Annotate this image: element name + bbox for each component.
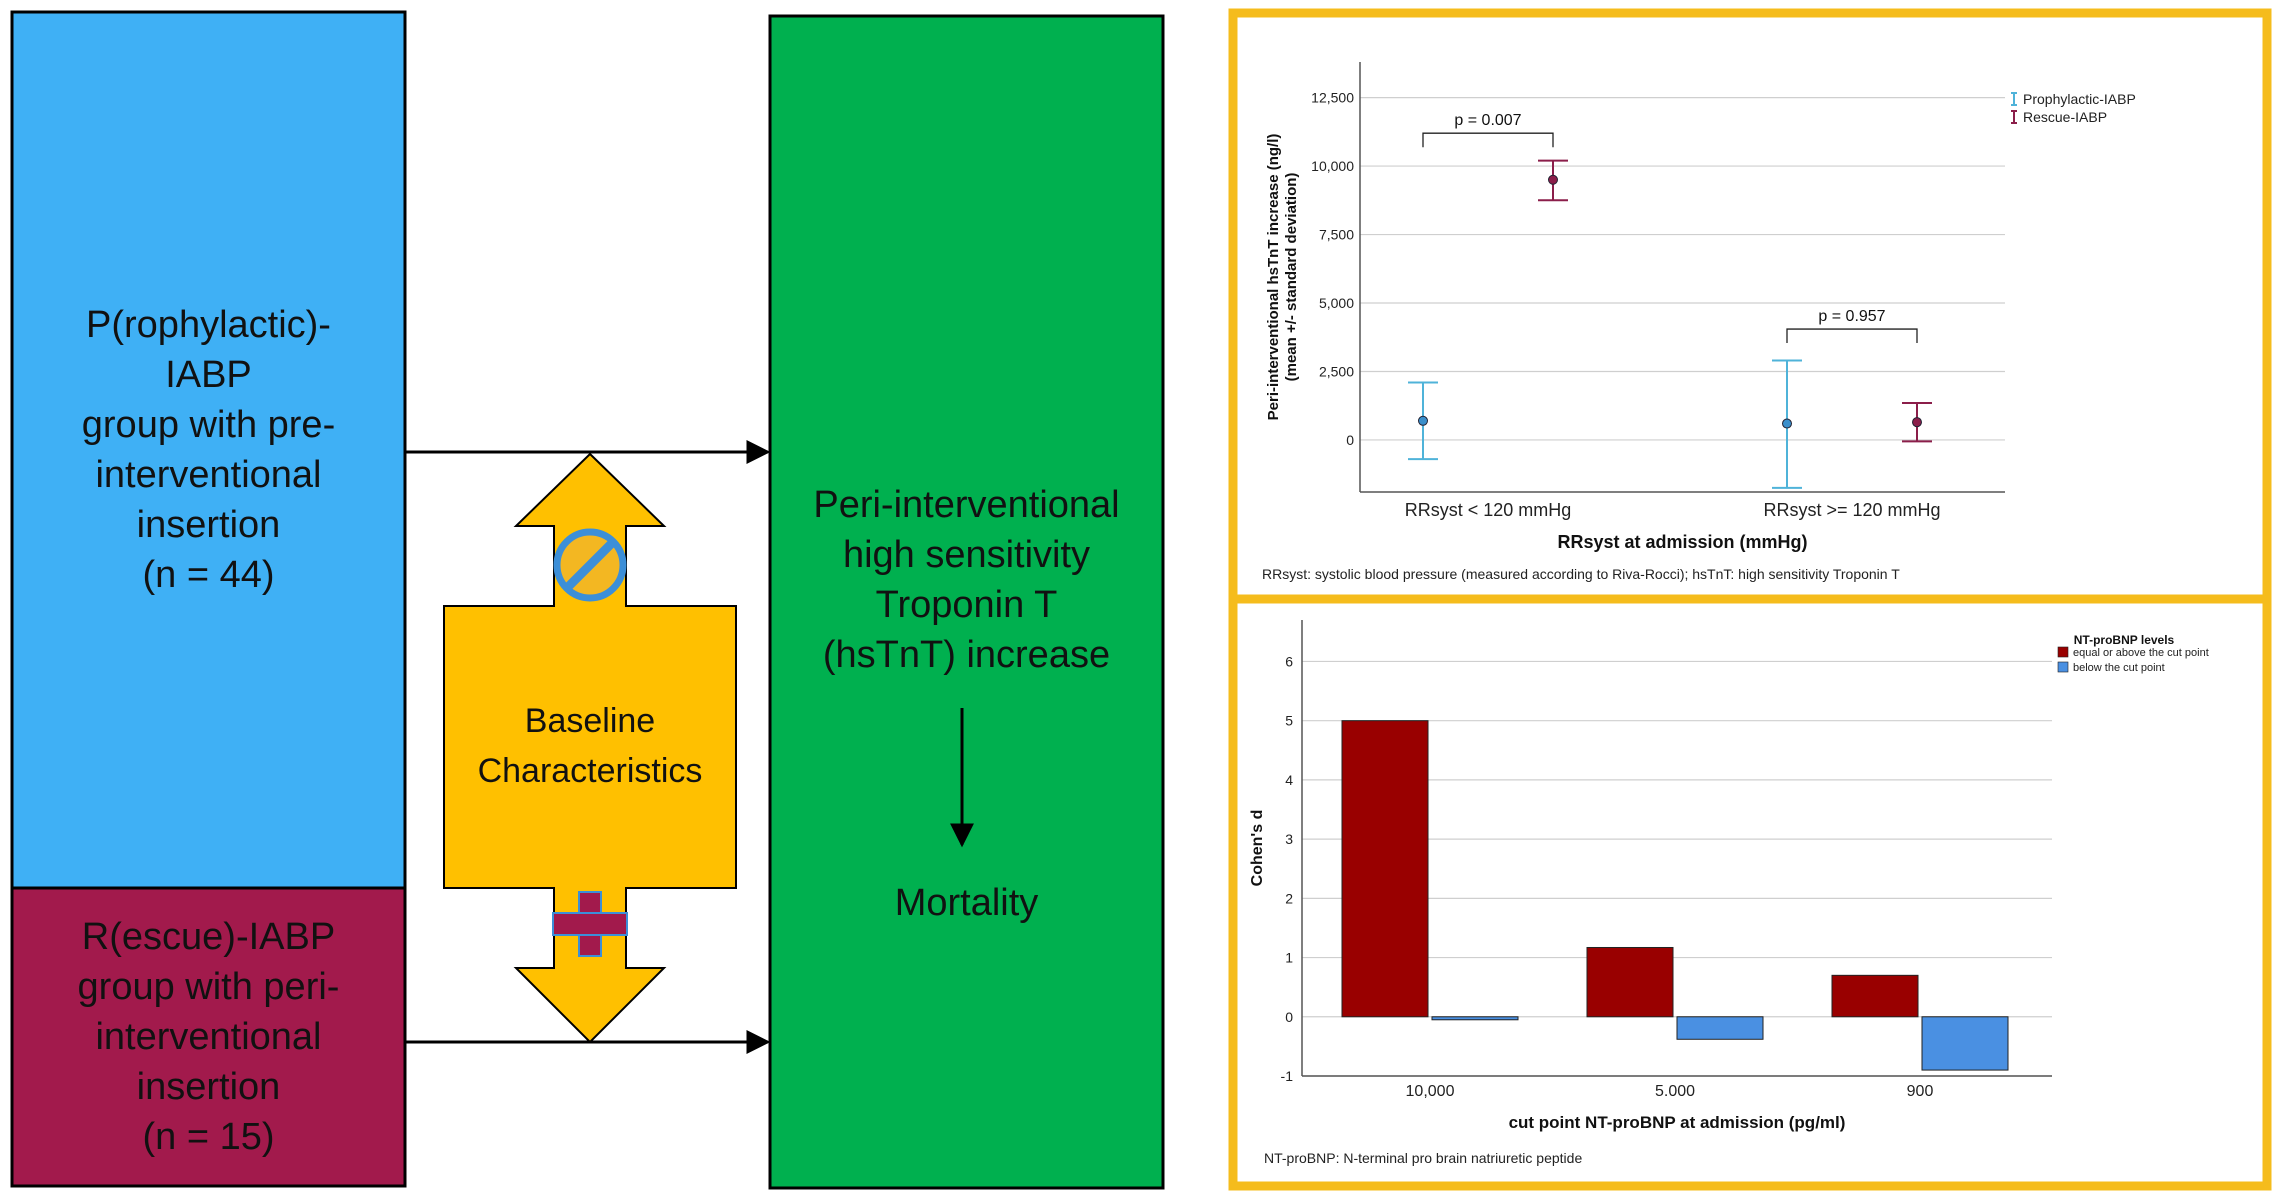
chart1-xlabel: RRsyst at admission (mmHg) [1557, 532, 1807, 552]
chart2-ylabel: Cohen's d [1249, 810, 1266, 887]
chart1-legend-item: Rescue-IABP [2011, 109, 2107, 125]
chart2-xlabel: cut point NT-proBNP at admission (pg/ml) [1509, 1113, 1846, 1132]
chart1-ylabel: Peri-interventional hsTnT increase (ng/l… [1265, 134, 1300, 421]
chart1-errorbar-rescue [1538, 159, 1568, 202]
chart1-ytick-label: 12,500 [1311, 90, 1354, 106]
chart1-mean-point [1418, 415, 1428, 426]
chart1-ytick-label: 5,000 [1319, 295, 1354, 311]
outcome-label: Peri-interventional high sensitivity Tro… [813, 484, 1120, 676]
chart1-pvalue-label: p = 0.957 [1818, 308, 1885, 325]
chart2-ytick-label: 5 [1285, 713, 1293, 729]
chart1-sig-bracket [1786, 328, 1918, 344]
chart1-ytick-label: 2,500 [1319, 363, 1354, 379]
chart1-mean-point [1912, 417, 1922, 428]
chart2-bar-above [1586, 946, 1674, 1018]
outcome-box [768, 14, 1165, 1190]
chart1-mean-point [1782, 418, 1792, 429]
svg-text:Prophylactic-IABP: Prophylactic-IABP [2023, 91, 2136, 107]
mortality-label: Mortality [894, 882, 1039, 924]
svg-text:below the cut point: below the cut point [2073, 662, 2165, 674]
chart2-legend-item: below the cut point [2057, 661, 2165, 674]
chart2-bar-above [1831, 974, 1919, 1018]
chart1-footnote: RRsyst: systolic blood pressure (measure… [1262, 566, 1900, 582]
chart2-ytick-label: 4 [1285, 772, 1293, 788]
r-group-box [10, 886, 407, 1188]
chart2-footnote: NT-proBNP: N-terminal pro brain natriure… [1264, 1150, 1582, 1166]
no-symbol-icon [553, 528, 627, 602]
p-group-label: P(rophylactic)- IABP group with pre- int… [81, 304, 336, 596]
plus-icon [552, 891, 628, 957]
chart2-ytick-label: 1 [1285, 950, 1293, 966]
chart2-legend-item: equal or above the cut point [2057, 646, 2209, 659]
chart1-errorbar-prophylactic [1772, 359, 1802, 489]
chart1-xtick-label: RRsyst >= 120 mmHg [1763, 500, 1940, 520]
chart2-xtick-label: 10,000 [1406, 1083, 1455, 1100]
svg-text:Rescue-IABP: Rescue-IABP [2023, 109, 2107, 125]
p-group-box [10, 10, 407, 890]
r-group-label: R(escue)-IABP group with peri- intervent… [77, 916, 340, 1158]
chart2-bar-below [1921, 1016, 2009, 1071]
chart2-ytick-label: 3 [1285, 831, 1293, 847]
chart1-ytick-label: 7,500 [1319, 227, 1354, 243]
chart1-errorbar-rescue [1902, 401, 1932, 443]
chart1-legend-item: Prophylactic-IABP [2011, 91, 2136, 107]
cohens-d-bar-chart: -1 0 1 2 3 4 5 6 10,000 5.000 900 cut point NT-proB… [1249, 620, 2209, 1166]
chart1-sig-bracket [1422, 132, 1554, 148]
svg-text:equal or above the cut point: equal or above the cut point [2073, 647, 2209, 659]
baseline-label: Baseline Characteristics [477, 702, 703, 790]
chart2-legend-title: NT-proBNP levels [2074, 633, 2175, 647]
chart2-ytick-label: 2 [1285, 890, 1293, 906]
chart1-ytick-label: 10,000 [1311, 158, 1354, 174]
chart2-bar-below [1431, 1016, 1519, 1021]
chart2-xtick-label: 900 [1907, 1083, 1934, 1100]
chart2-ytick-label: -1 [1281, 1068, 1294, 1084]
chart1-xtick-label: RRsyst < 120 mmHg [1405, 500, 1572, 520]
chart2-ytick-label: 0 [1285, 1009, 1293, 1025]
chart2-bar-below [1676, 1016, 1764, 1040]
chart1-pvalue-label: p = 0.007 [1454, 112, 1521, 129]
chart2-ytick-label: 6 [1285, 653, 1293, 669]
chart2-xtick-label: 5.000 [1655, 1083, 1695, 1100]
chart1-errorbar-prophylactic [1408, 381, 1438, 461]
baseline-double-arrow [443, 452, 737, 1044]
chart1-panel [1228, 8, 2272, 604]
chart2-bar-above [1341, 720, 1429, 1018]
chart1-mean-point [1548, 174, 1558, 185]
chart1-ytick-label: 0 [1346, 432, 1354, 448]
